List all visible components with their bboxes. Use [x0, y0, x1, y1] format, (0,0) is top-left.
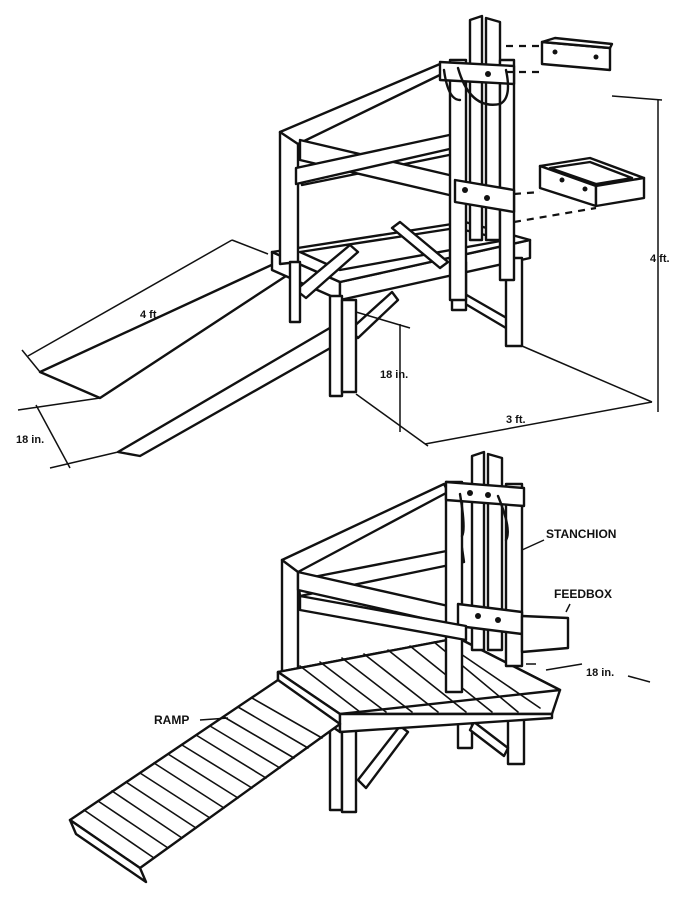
- feedbox: [298, 594, 570, 654]
- stanchion-uprights: [438, 14, 516, 302]
- label-leaders: [199, 539, 651, 721]
- ramp-label: RAMP: [154, 713, 189, 727]
- ramp-width-label: 18 in.: [16, 434, 44, 446]
- dimension-labels: 4 ft. 18 in. 18 in. 3 ft. 4 ft.: [16, 253, 670, 446]
- stanchion: [444, 450, 526, 694]
- top-frame-diagram: 4 ft. 18 in. 18 in. 3 ft. 4 ft.: [16, 14, 670, 469]
- platform-deck: [276, 636, 562, 734]
- exploded-stanchion-cap: [506, 36, 614, 74]
- stanchion-label: STANCHION: [546, 527, 616, 541]
- top-rail: [278, 62, 464, 200]
- callout-labels: STANCHION FEEDBOX RAMP 18 in.: [154, 527, 616, 727]
- exploded-feedbox: [513, 156, 646, 224]
- stanchion-height-label: 4 ft.: [650, 253, 670, 265]
- feedbox-label: FEEDBOX: [554, 587, 612, 601]
- ramp-length-label: 4 ft.: [140, 309, 160, 321]
- feedbox-offset-label: 18 in.: [586, 667, 614, 679]
- bottom-finished-diagram: STANCHION FEEDBOX RAMP 18 in.: [68, 450, 651, 884]
- ramp: [68, 678, 342, 884]
- platform-depth-label: 3 ft.: [506, 414, 526, 426]
- platform-height-label: 18 in.: [380, 369, 408, 381]
- lower-braces: [356, 720, 510, 790]
- dimension-lines: [17, 95, 663, 469]
